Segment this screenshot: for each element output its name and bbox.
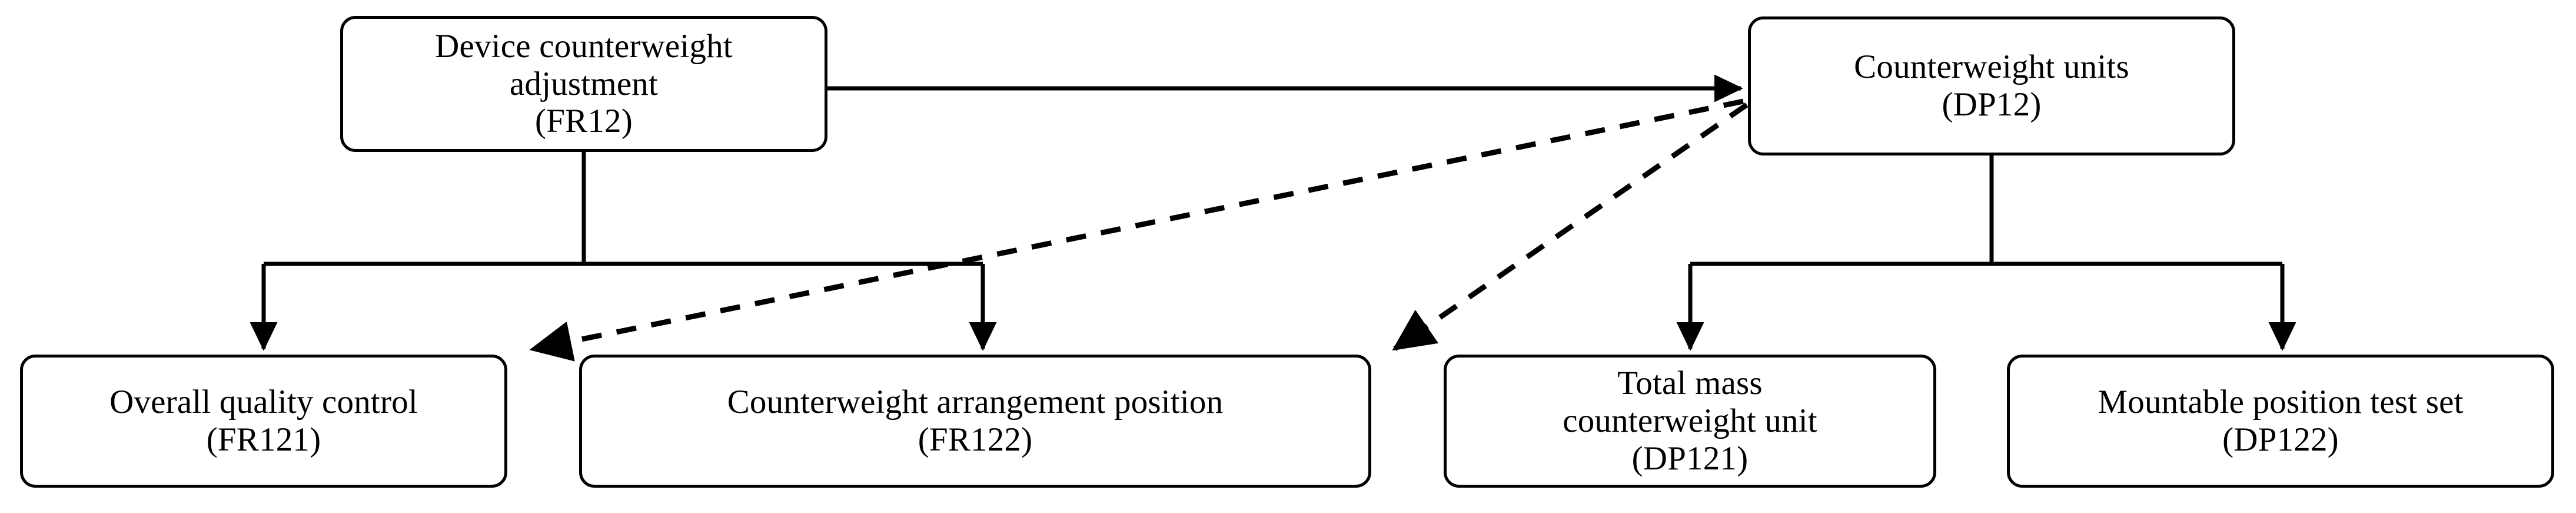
node-fr12-label: Device counterweight adjustment (FR12)	[435, 27, 733, 140]
node-fr121[interactable]: Overall quality control (FR121)	[20, 355, 507, 488]
edge-dp12-to-fr122	[1392, 102, 1749, 351]
node-fr121-label: Overall quality control (FR121)	[109, 383, 418, 458]
node-dp12[interactable]: Counterweight units (DP12)	[1748, 16, 2235, 155]
node-fr122[interactable]: Counterweight arrangement position (FR12…	[579, 355, 1371, 488]
node-fr12[interactable]: Device counterweight adjustment (FR12)	[340, 16, 827, 152]
node-dp121[interactable]: Total mass counterweight unit (DP121)	[1444, 355, 1936, 488]
node-dp122[interactable]: Mountable position test set (DP122)	[2007, 355, 2554, 488]
edge-dp12-to-fr121	[529, 98, 1744, 362]
node-dp121-label: Total mass counterweight unit (DP121)	[1563, 365, 1817, 477]
node-fr122-label: Counterweight arrangement position (FR12…	[727, 383, 1224, 458]
node-dp12-label: Counterweight units (DP12)	[1854, 48, 2129, 123]
node-dp122-label: Mountable position test set (DP122)	[2098, 383, 2464, 458]
